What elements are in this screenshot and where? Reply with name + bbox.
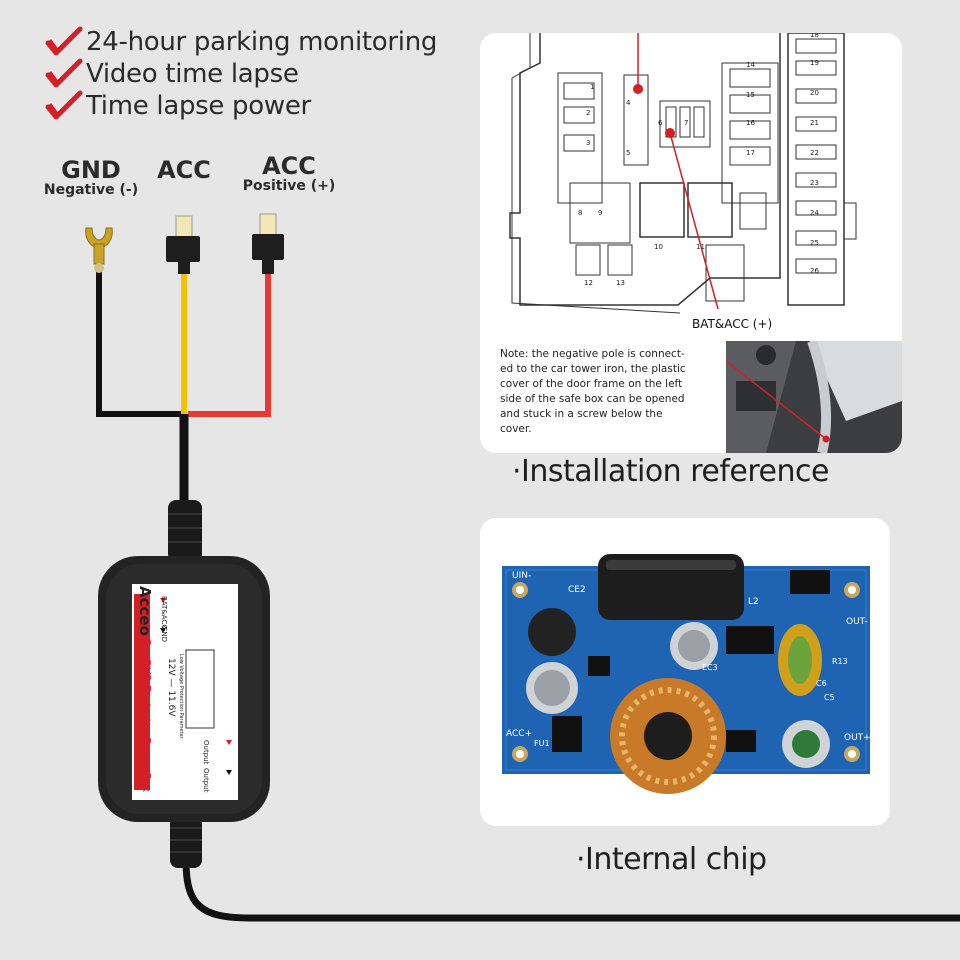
feature-text: Video time lapse [86,59,299,89]
note-line: side of the safe box can be opened [500,393,685,405]
acc-positive-fuse-tap [252,213,284,274]
power-box-output-spec: Voltage Output : DC5V/2.5A [215,598,224,710]
svg-text:20: 20 [810,89,819,97]
pcb-label: FU1 [534,739,550,748]
terminal-gnd: GND [160,626,168,643]
svg-text:8: 8 [578,209,582,217]
bat-acc-label: BAT&ACC (+) [692,317,773,331]
installation-panel: 1 2 3 4 5 6 7 8 9 10 11 12 13 14 15 16 1… [480,33,902,453]
pcb-label: OUT+ [844,733,871,743]
acc-positive-subtitle: Positive (+) [242,178,336,194]
feature-item: Video time lapse [44,58,437,90]
svg-text:7: 7 [684,119,688,127]
note-line: cover. [500,423,532,435]
pcb-label: ACC+ [506,729,532,739]
chip-panel: UIN- CE2 L2 OUT- ACC+ FU1 OUT+ C5 C6 R13… [480,518,890,826]
svg-text:15: 15 [746,91,755,99]
svg-text:10: 10 [654,243,663,251]
acc-title: ACC [157,156,211,184]
svg-text:1: 1 [590,83,594,91]
pcb-label: EC3 [702,663,718,672]
low-voltage-setting-label: Low Voltage Protection Parameter [178,654,184,739]
svg-text:26: 26 [810,267,819,275]
acc-positive-label: ACC Positive (+) [234,152,344,194]
check-icon [45,26,83,56]
svg-text:13: 13 [616,279,625,287]
fuse-box-diagram: 1 2 3 4 5 6 7 8 9 10 11 12 13 14 15 16 1… [509,33,857,314]
strain-relief-top [168,500,202,562]
gnd-label: GND Negative (-) [36,156,146,198]
svg-text:2: 2 [586,109,590,117]
svg-text:24: 24 [810,209,819,217]
pcb-label: C5 [824,693,835,702]
svg-text:6: 6 [658,119,663,127]
power-box-input-spec: Wide Voltage Input : 12V~30V [225,598,234,720]
note-line: ed to the car tower iron, the plastic [500,363,686,375]
svg-text:11: 11 [696,243,705,251]
svg-text:4: 4 [626,99,631,107]
power-box-brand: Acceo [136,586,154,636]
terminal-output-negative: Output [202,768,210,793]
note-line: Note: the negative pole is connect- [500,348,685,360]
svg-text:9: 9 [598,209,602,217]
door-frame-photo [726,341,902,453]
pcb-label: CE2 [568,585,586,595]
feature-text: 24-hour parking monitoring [86,27,438,57]
gnd-fork-terminal [85,227,113,273]
feature-item: 24-hour parking monitoring [44,26,437,58]
gnd-subtitle: Negative (-) [43,182,139,198]
acc-fuse-tap [166,215,200,274]
gnd-title: GND [61,156,121,184]
svg-text:18: 18 [810,33,819,39]
feature-item: Time lapse power [44,90,437,122]
check-icon [45,90,83,120]
svg-text:14: 14 [746,61,755,69]
pcb-label: UIN- [512,571,531,581]
output-cable [182,859,960,922]
svg-text:22: 22 [810,149,819,157]
pcb-label: L2 [748,597,759,607]
pcb-board: UIN- CE2 L2 OUT- ACC+ FU1 OUT+ C5 C6 R13… [502,554,871,794]
low-voltage-setting-value: 12V — 11.6V [166,658,176,717]
terminal-output-positive: Output [202,740,210,765]
gnd-wire [96,258,184,417]
svg-text:23: 23 [810,179,819,187]
svg-text:5: 5 [626,149,630,157]
acc-fuse-marker [633,84,643,94]
svg-text:3: 3 [586,139,590,147]
power-box-label: Acceo Car DVR Exclusive Power Box Wide V… [132,584,238,800]
svg-text:12: 12 [584,279,593,287]
svg-text:17: 17 [746,149,755,157]
note-line: and stuck in a screw below the [500,408,663,420]
pcb-label: C6 [816,679,827,688]
note-line: cover of the door frame on the left [500,378,683,390]
feature-list: 24-hour parking monitoring Video time la… [44,26,437,122]
acc-label: ACC [144,156,224,184]
installation-caption: ·Installation reference [512,454,829,489]
pcb-label: R13 [832,657,848,666]
svg-text:25: 25 [810,239,819,247]
svg-text:19: 19 [810,59,819,67]
check-icon [45,58,83,88]
installation-note: Note: the negative pole is connect- ed t… [500,347,690,437]
terminal-bat-acc: BAT&ACC [160,596,168,630]
chip-caption: ·Internal chip [576,842,767,877]
feature-text: Time lapse power [86,91,311,121]
svg-text:16: 16 [746,119,755,127]
acc-positive-title: ACC [262,152,316,180]
power-box-title: Car DVR Exclusive Power Box [140,638,152,793]
acc-positive-wire [188,268,271,417]
svg-text:21: 21 [810,119,819,127]
power-box [98,556,270,822]
pcb-label: OUT- [846,617,868,627]
strain-relief-bottom [170,816,202,868]
